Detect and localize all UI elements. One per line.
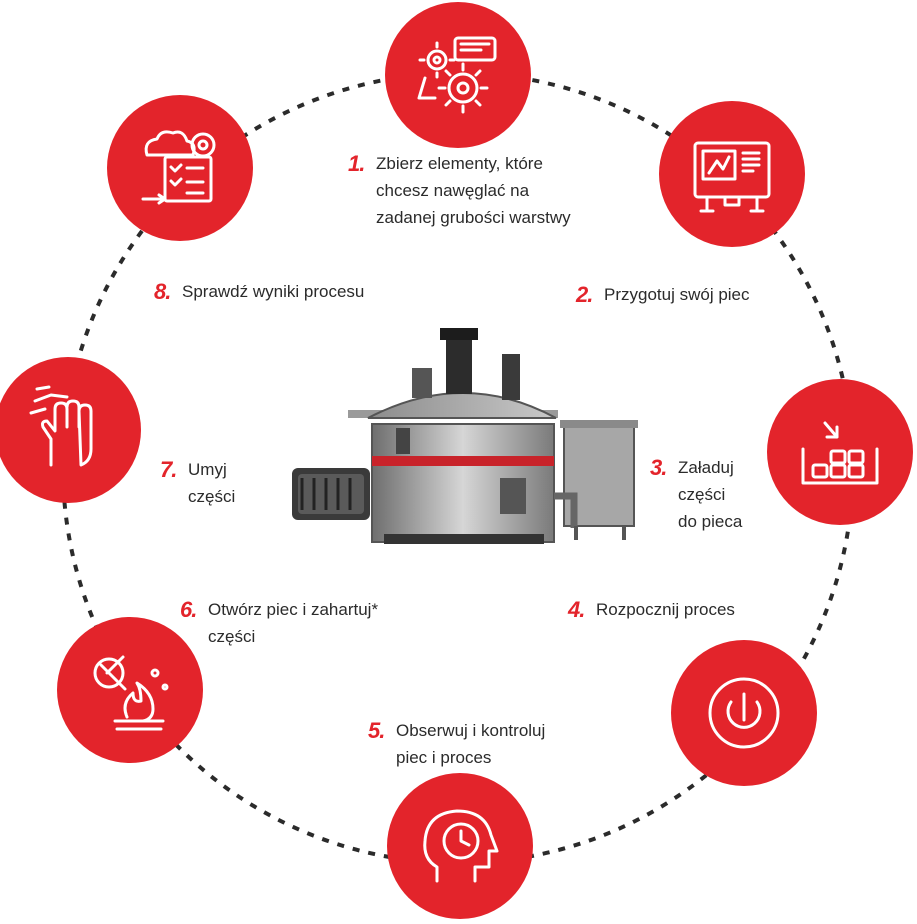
step-number: 1. (348, 151, 365, 176)
step-text: Sprawdź wyniki procesu (182, 282, 365, 301)
step-5-icon-circle (387, 773, 533, 919)
step-number: 3. (650, 455, 667, 480)
step-8-icon-circle (107, 95, 253, 241)
step-text: Otwórz piec i zahartuj* części (208, 600, 379, 646)
step-3-icon-circle (767, 379, 913, 525)
step-7-icon-circle (0, 357, 141, 503)
step-number: 2. (576, 282, 593, 307)
step-6-label: 6. Otwórz piec i zahartuj* części (180, 596, 379, 650)
step-number: 6. (180, 597, 197, 622)
hardening-flame-icon (93, 655, 169, 731)
results-checklist-icon (141, 130, 216, 205)
step-number: 5. (368, 718, 385, 743)
furnace-machine-image (292, 328, 638, 544)
step-number: 7. (160, 457, 177, 482)
step-number: 8. (154, 279, 171, 304)
step-1-icon-circle (385, 2, 531, 148)
step-text: Przygotuj swój piec (604, 285, 750, 304)
step-text: Rozpocznij proces (596, 600, 735, 619)
step-text: Załaduj części do pieca (678, 458, 743, 531)
power-icon (708, 677, 780, 749)
head-clock-icon (423, 809, 499, 883)
step-2-icon-circle (659, 101, 805, 247)
step-1-label: 1. Zbierz elementy, które chcesz nawęgla… (348, 150, 571, 231)
step-text: Zbierz elementy, które chcesz nawęglać n… (376, 154, 571, 227)
step-4-icon-circle (671, 640, 817, 786)
step-6-icon-circle (57, 617, 203, 763)
washing-hand-icon (29, 385, 93, 467)
step-3-label: 3. Załaduj części do pieca (650, 454, 743, 535)
step-8-label: 8. Sprawdź wyniki procesu (154, 278, 365, 305)
gears-blueprint-icon (417, 36, 497, 114)
step-text: Umyj części (188, 460, 236, 506)
load-parts-icon (801, 421, 879, 485)
step-2-label: 2. Przygotuj swój piec (576, 281, 750, 308)
step-4-label: 4. Rozpocznij proces (568, 596, 735, 623)
control-panel-icon (693, 141, 771, 213)
step-number: 4. (568, 597, 585, 622)
step-text: Obserwuj i kontroluj piec i proces (396, 721, 546, 767)
step-7-label: 7. Umyj części (160, 456, 236, 510)
step-5-label: 5. Obserwuj i kontroluj piec i proces (368, 717, 546, 771)
